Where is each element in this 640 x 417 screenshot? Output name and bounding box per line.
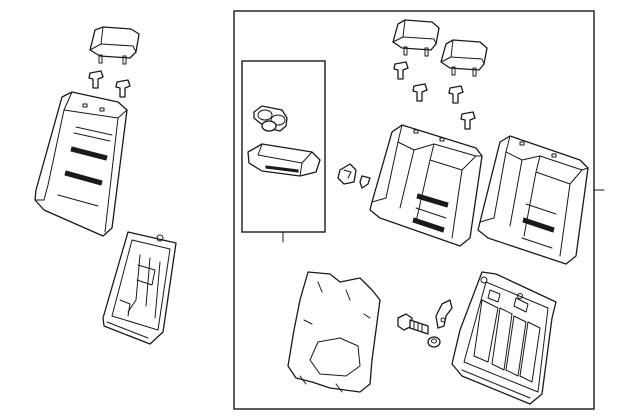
- headrest-guides-right[interactable]: [393, 61, 476, 130]
- seatback-frame-right[interactable]: [451, 271, 557, 405]
- parts-group-frame: [233, 10, 595, 410]
- headrest-left-outer[interactable]: [89, 26, 140, 65]
- headrest-guides-left[interactable]: [88, 70, 131, 98]
- hinge-bracket[interactable]: [435, 299, 453, 329]
- seatback-frame-left[interactable]: [102, 231, 177, 345]
- rear-panel[interactable]: [287, 271, 381, 393]
- seatback-cover-right-inner[interactable]: [369, 124, 483, 247]
- headrest-right-1[interactable]: [392, 19, 440, 57]
- bolt[interactable]: [397, 313, 429, 335]
- trim-clip[interactable]: [337, 163, 371, 189]
- armrest-cupholder[interactable]: [253, 105, 288, 132]
- seatback-cover-left[interactable]: [34, 91, 128, 237]
- headrest-right-2[interactable]: [440, 39, 488, 77]
- nut[interactable]: [427, 336, 441, 348]
- armrest-pad[interactable]: [247, 143, 321, 177]
- armrest-subgroup-frame: [241, 60, 326, 233]
- seatback-cover-right-outer[interactable]: [477, 135, 589, 265]
